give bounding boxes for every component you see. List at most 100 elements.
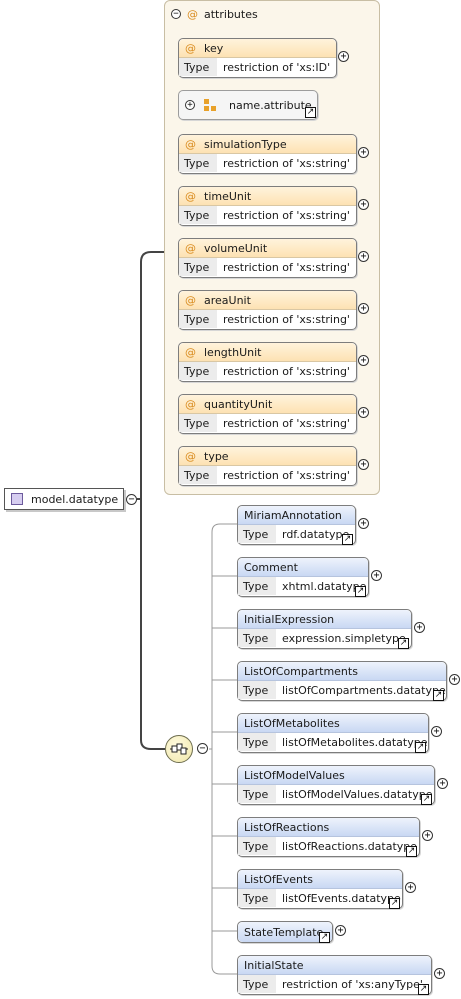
element-name: ListOfModelValues bbox=[244, 768, 345, 782]
sequence-collapse-toggle[interactable]: − bbox=[197, 743, 208, 754]
attribute-icon: @ bbox=[185, 137, 196, 151]
group-ref-name-attribute[interactable]: + name.attribute ↗ bbox=[178, 90, 318, 120]
type-label: Type bbox=[238, 837, 276, 855]
type-label: Type bbox=[179, 258, 217, 276]
reference-arrow-icon[interactable]: ↗ bbox=[305, 107, 316, 118]
attribute-name: areaUnit bbox=[204, 293, 251, 307]
type-label: Type bbox=[179, 310, 217, 328]
type-label: Type bbox=[238, 785, 276, 803]
sequence-branch-line bbox=[211, 532, 237, 975]
element-expand-toggle[interactable]: + bbox=[371, 570, 382, 581]
reference-arrow-icon[interactable]: ↗ bbox=[433, 690, 444, 701]
attribute-name: volumeUnit bbox=[204, 241, 268, 255]
root-to-sequence-line bbox=[140, 499, 165, 750]
attribute-icon: @ bbox=[185, 449, 196, 463]
type-label: Type bbox=[179, 466, 217, 484]
element-type-icon bbox=[11, 493, 23, 505]
element-expand-toggle[interactable]: + bbox=[437, 778, 448, 789]
attribute-type-value: restriction of 'xs:string' bbox=[223, 156, 350, 170]
attribute-expand-toggle[interactable]: + bbox=[338, 51, 349, 62]
root-to-attributes-line bbox=[137, 251, 164, 500]
element-expand-toggle[interactable]: + bbox=[414, 622, 425, 633]
sequence-branch-line bbox=[211, 523, 237, 533]
attributes-collapse-toggle[interactable]: − bbox=[171, 9, 181, 19]
type-label: Type bbox=[238, 733, 276, 751]
reference-arrow-icon[interactable]: ↗ bbox=[389, 898, 400, 909]
attribute-expand-toggle[interactable]: + bbox=[358, 459, 369, 470]
root-collapse-toggle[interactable]: − bbox=[126, 494, 137, 505]
reference-arrow-icon[interactable]: ↗ bbox=[319, 932, 330, 943]
attribute-expand-toggle[interactable]: + bbox=[358, 303, 369, 314]
element-expand-toggle[interactable]: + bbox=[422, 830, 433, 841]
element-expand-toggle[interactable]: + bbox=[434, 968, 445, 979]
root-element[interactable]: model.datatype bbox=[4, 488, 124, 510]
element-expand-toggle[interactable]: + bbox=[335, 925, 346, 936]
at-icon: @ bbox=[187, 7, 198, 21]
reference-arrow-icon[interactable]: ↗ bbox=[355, 586, 366, 597]
attribute-expand-toggle[interactable]: + bbox=[358, 407, 369, 418]
attribute-icon: @ bbox=[185, 241, 196, 255]
group-ref-label: name.attribute bbox=[229, 98, 312, 112]
attribute-type-value: restriction of 'xs:string' bbox=[223, 260, 350, 274]
element-type-value: listOfMetabolites.datatype bbox=[282, 735, 428, 749]
reference-arrow-icon[interactable]: ↗ bbox=[421, 794, 432, 805]
attribute-expand-toggle[interactable]: + bbox=[358, 251, 369, 262]
reference-arrow-icon[interactable]: ↗ bbox=[406, 846, 417, 857]
attribute-type-value: restriction of 'xs:string' bbox=[223, 416, 350, 430]
reference-arrow-icon[interactable]: ↗ bbox=[418, 984, 429, 995]
attribute-name: type bbox=[204, 449, 229, 463]
attribute-icon: @ bbox=[185, 345, 196, 359]
element-expand-toggle[interactable]: + bbox=[431, 726, 442, 737]
type-label: Type bbox=[179, 206, 217, 224]
group-ref-expand-toggle[interactable]: + bbox=[185, 100, 195, 110]
sequence-element-box[interactable]: StateTemplate bbox=[237, 921, 333, 943]
element-expand-toggle[interactable]: + bbox=[405, 882, 416, 893]
element-name: Comment bbox=[244, 560, 298, 574]
element-type-value: expression.simpletype bbox=[282, 631, 406, 645]
type-label: Type bbox=[179, 154, 217, 172]
attribute-icon: @ bbox=[185, 293, 196, 307]
attribute-name: simulationType bbox=[204, 137, 287, 151]
reference-arrow-icon[interactable]: ↗ bbox=[342, 534, 353, 545]
element-name: ListOfReactions bbox=[244, 820, 330, 834]
element-name: ListOfEvents bbox=[244, 872, 314, 886]
element-name: ListOfMetabolites bbox=[244, 716, 340, 730]
attribute-icon: @ bbox=[185, 189, 196, 203]
attribute-name: key bbox=[204, 41, 224, 55]
attribute-expand-toggle[interactable]: + bbox=[358, 199, 369, 210]
attribute-name: timeUnit bbox=[204, 189, 252, 203]
type-label: Type bbox=[238, 681, 276, 699]
attribute-expand-toggle[interactable]: + bbox=[358, 147, 369, 158]
element-name: ListOfCompartments bbox=[244, 664, 358, 678]
element-name: StateTemplate bbox=[244, 925, 324, 939]
element-expand-toggle[interactable]: + bbox=[358, 518, 369, 529]
attribute-expand-toggle[interactable]: + bbox=[358, 355, 369, 366]
reference-arrow-icon[interactable]: ↗ bbox=[415, 742, 426, 753]
reference-arrow-icon[interactable]: ↗ bbox=[398, 638, 409, 649]
sequence-icon bbox=[170, 743, 188, 755]
sequence-compositor[interactable] bbox=[165, 735, 193, 763]
attributes-group-label: attributes bbox=[204, 7, 258, 21]
root-element-label: model.datatype bbox=[31, 492, 119, 506]
type-label: Type bbox=[179, 58, 217, 76]
element-type-value: restriction of 'xs:anyType' bbox=[282, 977, 423, 991]
element-expand-toggle[interactable]: + bbox=[449, 674, 460, 685]
